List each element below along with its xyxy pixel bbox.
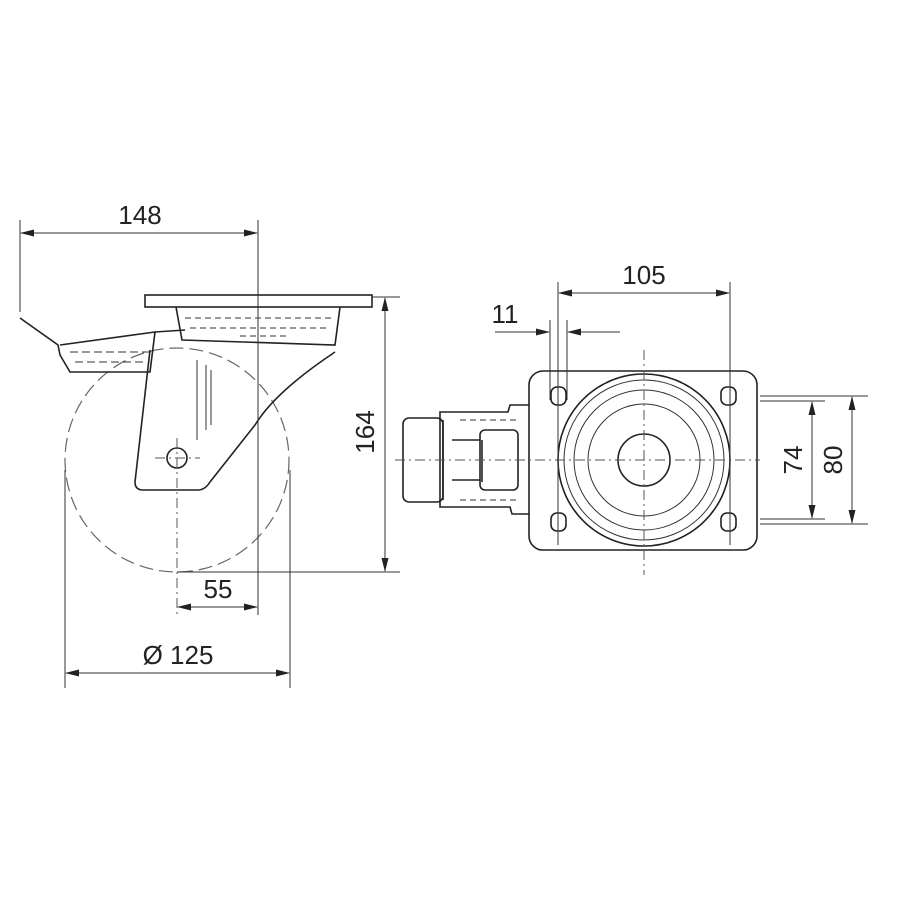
wheel-outline-hidden [64,347,290,573]
dim-hole-spacing-y: 74 [778,446,808,475]
dim-hole-size: 11 [492,299,519,329]
dim-hole-spacing-x: 105 [622,260,665,290]
dim-height: 164 [350,410,380,453]
dim-overall-width: 148 [118,200,161,230]
fork-leg [134,349,336,491]
dim-wheel-diameter: Ø 125 [143,640,214,670]
dim-plate-width: 80 [818,446,848,475]
dim-offset: 55 [204,574,233,604]
side-view: 148 164 55 Ø 125 [19,200,400,688]
brake-lever [19,317,186,373]
top-view: 105 11 74 80 [395,260,868,575]
